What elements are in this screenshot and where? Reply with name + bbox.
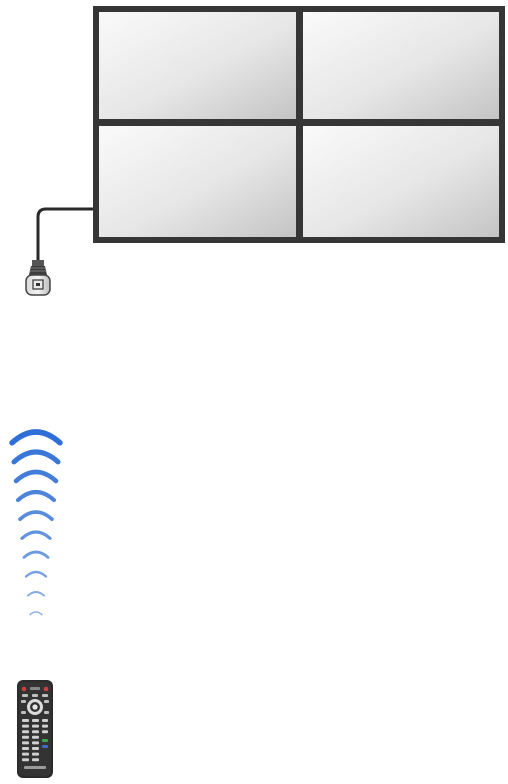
remote-key <box>22 758 29 761</box>
ir-wave-arc <box>24 552 48 557</box>
remote-key <box>32 725 39 728</box>
video-wall <box>93 6 505 243</box>
remote-key <box>32 736 39 739</box>
display-panel-top-left <box>99 12 296 119</box>
ir-wave-arc <box>12 432 60 443</box>
remote-key <box>22 730 29 733</box>
remote-key <box>22 747 29 750</box>
remote-key <box>22 725 29 728</box>
ir-wave-arc <box>30 612 42 615</box>
ir-signal-waves-icon <box>12 432 60 615</box>
ir-receiver-cable <box>38 209 93 262</box>
remote-key <box>32 741 39 744</box>
display-panel-bottom-right <box>303 126 499 237</box>
ir-wave-arc <box>28 592 44 596</box>
remote-control-icon <box>17 680 53 778</box>
remote-key <box>32 747 39 750</box>
ir-wave-arc <box>22 532 50 538</box>
remote-key <box>32 730 39 733</box>
display-panel-bottom-left <box>99 126 296 237</box>
remote-key <box>22 719 29 722</box>
ir-wave-arc <box>14 452 58 462</box>
remote-key <box>32 719 39 722</box>
remote-key <box>22 741 29 744</box>
ir-wave-arc <box>16 472 56 481</box>
ir-receiver-icon <box>26 260 50 295</box>
remote-key <box>42 730 48 733</box>
ir-wave-arc <box>26 572 46 577</box>
remote-key <box>22 753 29 756</box>
remote-key <box>42 725 48 728</box>
remote-key <box>22 736 29 739</box>
display-panel-top-right <box>303 12 499 119</box>
remote-key <box>32 758 39 761</box>
remote-key <box>42 719 48 722</box>
remote-key <box>32 753 39 756</box>
ir-wave-arc <box>18 492 54 500</box>
ir-wave-arc <box>20 512 52 519</box>
